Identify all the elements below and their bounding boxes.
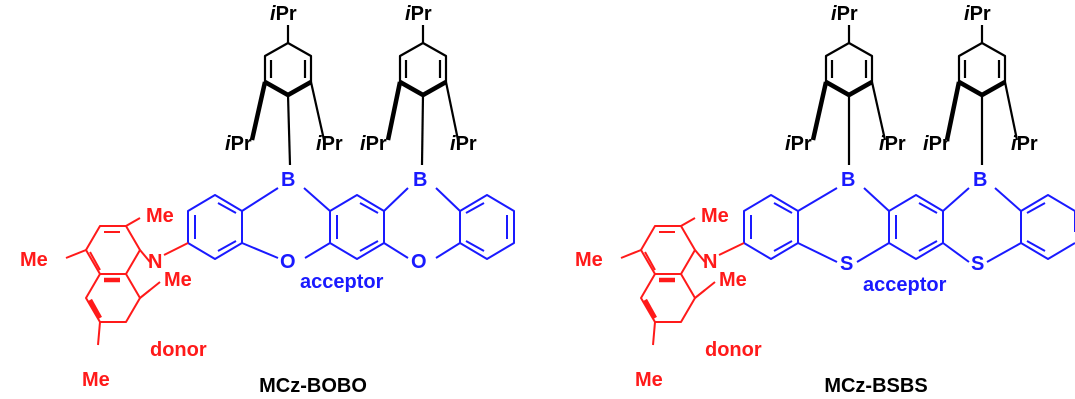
nitrogen-label-1: N: [148, 251, 162, 273]
methyl-label-2b: Me: [575, 249, 603, 271]
heteroatom-label-1b: O: [411, 251, 427, 273]
ipr-label-left-4: iPr: [923, 133, 950, 155]
ipr-label-top-2: iPr: [405, 3, 432, 25]
molecule-name-2: MCz-BSBS: [824, 375, 927, 397]
methyl-label-1a: Me: [146, 205, 174, 227]
methyl-label-1b: Me: [20, 249, 48, 271]
molecule-name-1: MCz-BOBO: [259, 375, 367, 397]
ipr-label-left-3: iPr: [785, 133, 812, 155]
aryl-group-4: [944, 25, 1019, 165]
molecule-mcz-bsbs: iPr iPr iPr iPr iPr iPr B B S S acceptor…: [575, 3, 1075, 397]
ipr-label-top-4: iPr: [964, 3, 991, 25]
ipr-label-right-4: iPr: [1011, 133, 1038, 155]
donor-group-1: [65, 217, 189, 346]
molecule-mcz-bobo: iPr iPr iPr iPr iPr iPr B B O O acceptor…: [20, 3, 515, 397]
acceptor-core-2: [743, 187, 1075, 263]
ipr-label-top-1: iPr: [270, 3, 297, 25]
ipr-label-right-1: iPr: [316, 133, 343, 155]
heteroatom-label-2b: S: [971, 253, 984, 275]
aryl-group-1: [249, 25, 326, 166]
ipr-label-right-3: iPr: [879, 133, 906, 155]
methyl-label-1d: Me: [82, 369, 110, 391]
methyl-label-2c: Me: [719, 269, 747, 291]
methyl-label-1c: Me: [164, 269, 192, 291]
ipr-label-left-2: iPr: [360, 133, 387, 155]
acceptor-label-2: acceptor: [863, 274, 947, 296]
methyl-label-2a: Me: [701, 205, 729, 227]
donor-group-2: [620, 217, 745, 346]
methyl-label-2d: Me: [635, 369, 663, 391]
boron-label-2a: B: [841, 169, 855, 191]
donor-label-1: donor: [150, 339, 207, 361]
aryl-group-2: [385, 25, 460, 166]
heteroatom-label-2a: S: [840, 253, 853, 275]
donor-label-2: donor: [705, 339, 762, 361]
ipr-label-top-3: iPr: [831, 3, 858, 25]
acceptor-core-1: [187, 187, 515, 260]
boron-label-2b: B: [973, 169, 987, 191]
aryl-group-3: [810, 25, 887, 165]
acceptor-label-1: acceptor: [300, 271, 384, 293]
heteroatom-label-1a: O: [280, 251, 296, 273]
ipr-label-right-2: iPr: [450, 133, 477, 155]
boron-label-1b: B: [413, 169, 427, 191]
ipr-label-left-1: iPr: [225, 133, 252, 155]
boron-label-1a: B: [281, 169, 295, 191]
nitrogen-label-2: N: [703, 251, 717, 273]
